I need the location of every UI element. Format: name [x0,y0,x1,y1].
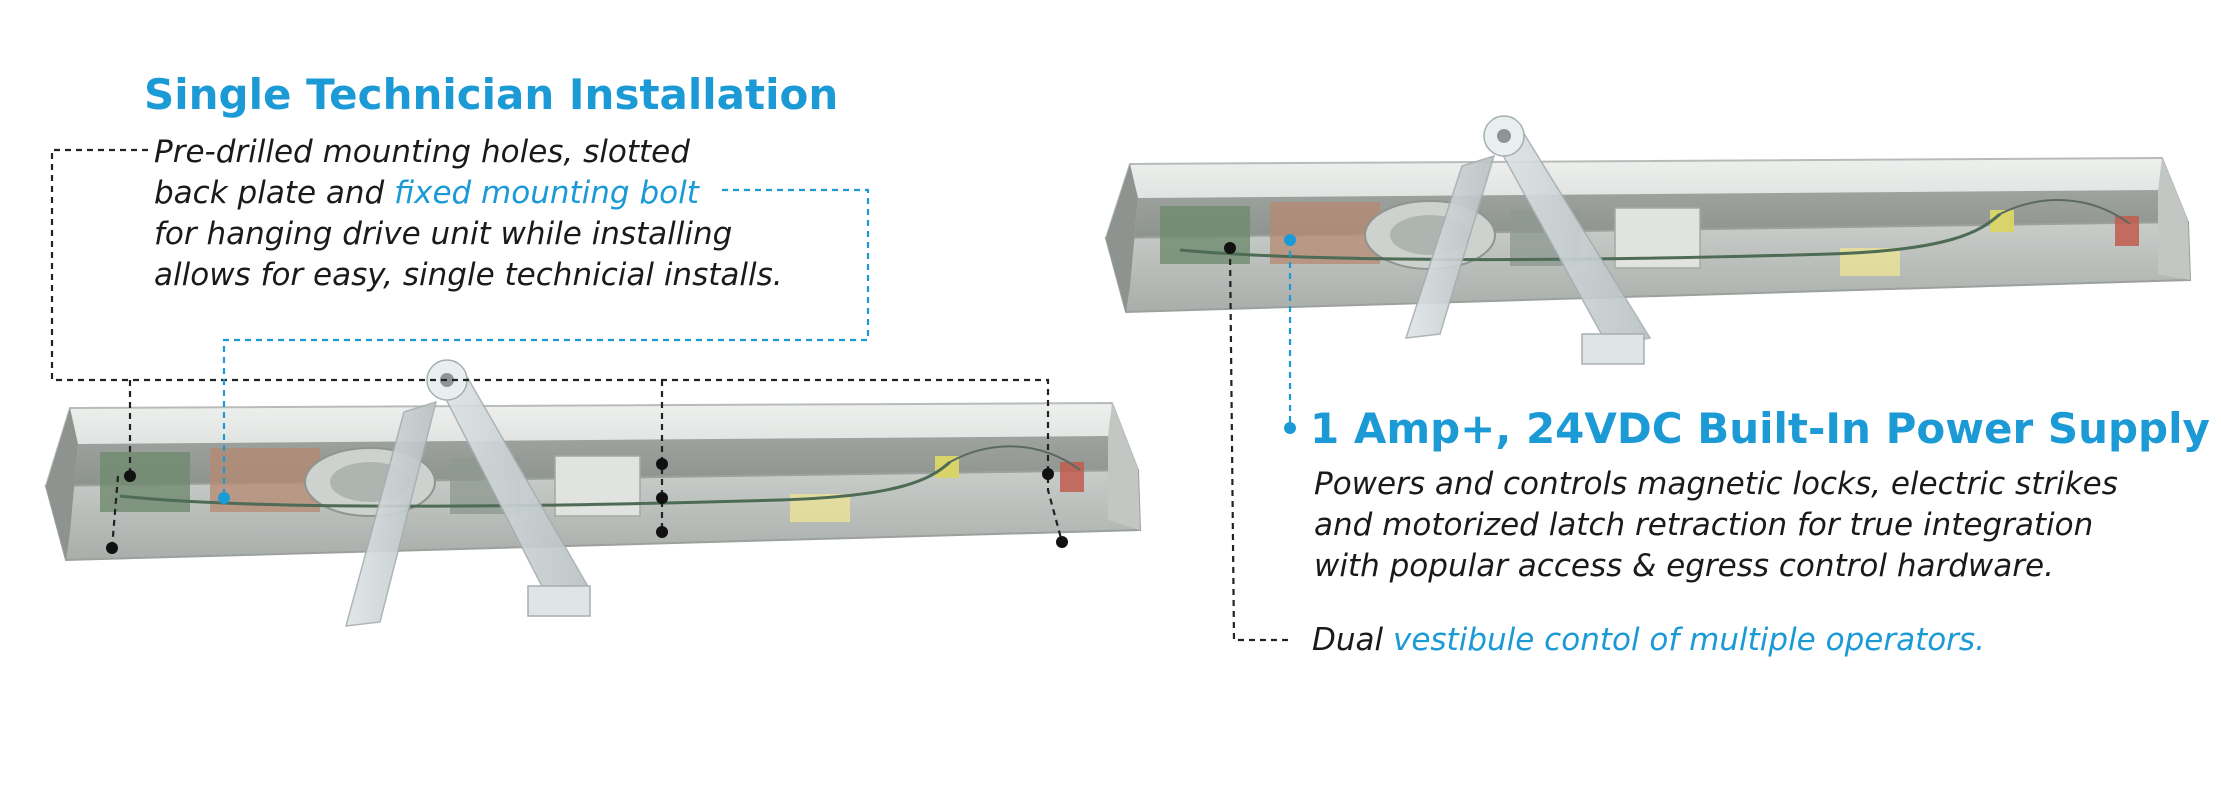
dual-callout: Dual vestibule contol of multiple operat… [1312,620,1985,661]
door-operator-right-image [1104,115,2192,365]
leader-dot [218,492,230,504]
left-callout-body: Pre-drilled mounting holes, slotted back… [154,132,783,296]
dual-callout-highlight: vestibule contol of multiple operators. [1392,622,1985,658]
leader-dot [1042,468,1054,480]
left-callout-title: Single Technician Installation [144,70,839,119]
right-callout-line-2: and motorized latch retraction for true … [1314,507,2094,543]
leader-dot [1284,422,1296,434]
leader-dot [106,542,118,554]
leader-dot [1284,234,1296,246]
right-callout-line-1: Powers and controls magnetic locks, elec… [1314,466,2118,502]
right-callout-line-3: with popular access & egress control har… [1314,548,2054,584]
leader-dot [124,470,136,482]
leader-line-left-black [50,148,1064,543]
right-callout-body: Powers and controls magnetic locks, elec… [1314,464,2118,587]
leader-dot [656,492,668,504]
leader-line-left-black-return [110,475,120,549]
leader-dot [1224,242,1236,254]
leader-line-right-black [1228,247,1292,642]
left-callout-line-4: allows for easy, single technicial insta… [154,257,783,293]
left-callout-line-1: Pre-drilled mounting holes, slotted [154,134,690,170]
leader-dot [656,458,668,470]
right-callout-title: 1 Amp+, 24VDC Built-In Power Supply [1310,404,2210,453]
door-operator-left-image [44,359,1142,627]
left-callout-line-3: for hanging drive unit while installing [154,216,733,252]
dual-callout-text: Dual [1312,622,1393,658]
leader-dot [656,526,668,538]
left-callout-line-2: back plate and fixed mounting bolt [154,173,783,214]
left-callout-line-2-text: back plate and [154,175,395,211]
leader-line-left-blue [222,188,870,498]
leader-dot [1056,536,1068,548]
left-callout-highlight: fixed mounting bolt [394,175,699,211]
